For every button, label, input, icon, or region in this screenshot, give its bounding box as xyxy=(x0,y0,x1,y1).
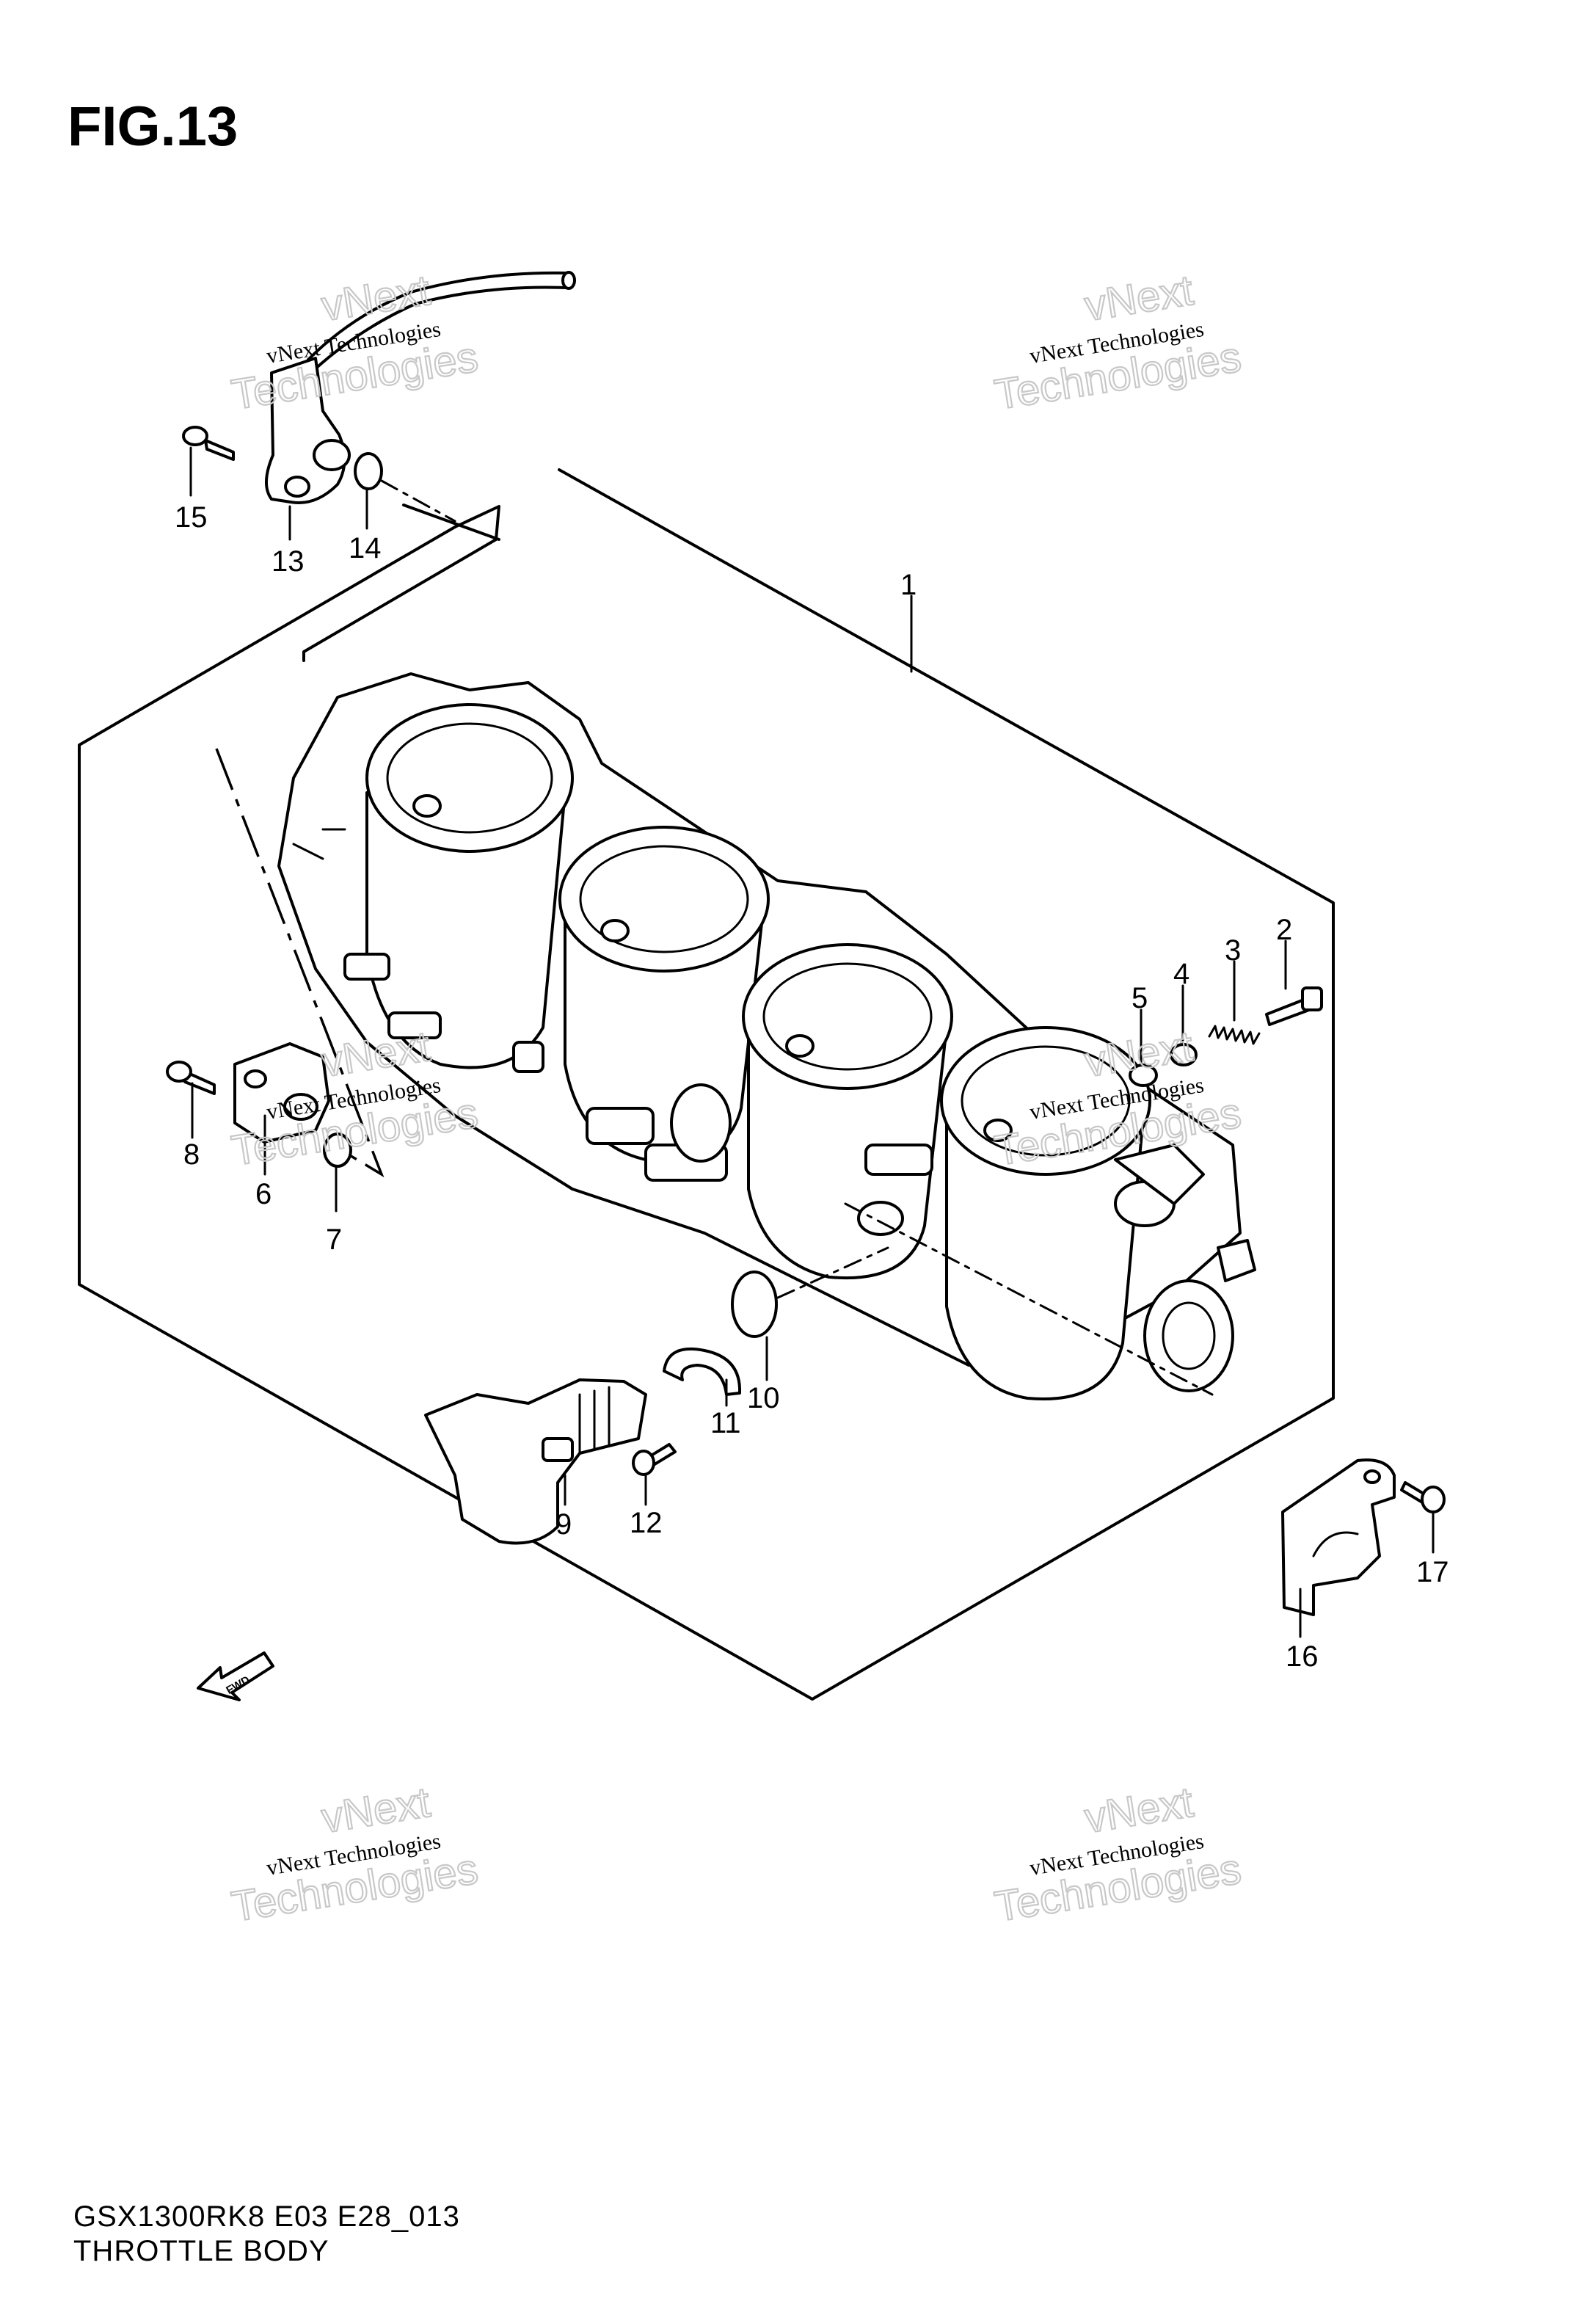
throttle-position-sensor-13 xyxy=(264,271,576,504)
callout-6: 6 xyxy=(255,1178,272,1210)
callout-13: 13 xyxy=(272,545,305,578)
o-ring-14 xyxy=(354,452,383,490)
bracket-16 xyxy=(1281,1458,1396,1616)
screw-17 xyxy=(1400,1481,1446,1513)
screw-8 xyxy=(166,1061,216,1095)
screw-12 xyxy=(632,1443,677,1476)
o-ring-7 xyxy=(323,1133,352,1168)
watermark-5: vNext vNext Technologies Technologies xyxy=(227,1778,482,1932)
clip-11 xyxy=(663,1347,742,1396)
screw-15 xyxy=(182,426,235,461)
callout-2: 2 xyxy=(1276,914,1292,946)
o-ring-5 xyxy=(1129,1064,1158,1087)
callout-8: 8 xyxy=(183,1138,200,1171)
callout-15: 15 xyxy=(175,501,208,534)
throttle-linkage xyxy=(292,828,933,1236)
callout-16: 16 xyxy=(1286,1640,1319,1673)
callout-17: 17 xyxy=(1416,1556,1449,1588)
idle-speed-valve-9 xyxy=(424,1378,647,1545)
callout-3: 3 xyxy=(1225,934,1241,967)
callout-10: 10 xyxy=(747,1382,780,1414)
throttle-pulley xyxy=(1114,1144,1256,1392)
throttle-bore-1 xyxy=(365,703,574,1069)
callout-12: 12 xyxy=(630,1507,663,1539)
leader-lines xyxy=(189,446,1435,1638)
fwd-arrow-icon: FWD xyxy=(197,1651,274,1701)
callout-5: 5 xyxy=(1132,982,1148,1014)
callout-11: 11 xyxy=(710,1407,741,1439)
diagram-caption: THROTTLE BODY xyxy=(73,2235,329,2267)
assembly-outline xyxy=(78,468,1335,1701)
callout-labels: 1 2 3 4 5 6 7 8 9 10 11 12 13 14 15 16 1… xyxy=(175,501,1449,1673)
o-ring-10 xyxy=(731,1270,778,1338)
callout-7: 7 xyxy=(326,1224,342,1256)
throttle-bore-4 xyxy=(940,1026,1151,1400)
figure-title: FIG.13 xyxy=(68,95,238,158)
watermark-2: vNext vNext Technologies Technologies xyxy=(991,266,1245,420)
throttle-body xyxy=(277,672,1323,1400)
callout-14: 14 xyxy=(349,532,382,564)
callout-4: 4 xyxy=(1173,958,1189,990)
sensor-holder-6 xyxy=(233,1042,330,1144)
callout-1: 1 xyxy=(900,569,917,601)
callout-9: 9 xyxy=(555,1508,572,1541)
idle-screw-2 xyxy=(1265,986,1323,1026)
washer-4 xyxy=(1170,1043,1198,1066)
diagram-code: GSX1300RK8 E03 E28_013 xyxy=(73,2200,460,2233)
spring-3 xyxy=(1208,1025,1261,1045)
watermark-6: vNext vNext Technologies Technologies xyxy=(991,1778,1245,1932)
throttle-bore-3 xyxy=(742,943,953,1280)
